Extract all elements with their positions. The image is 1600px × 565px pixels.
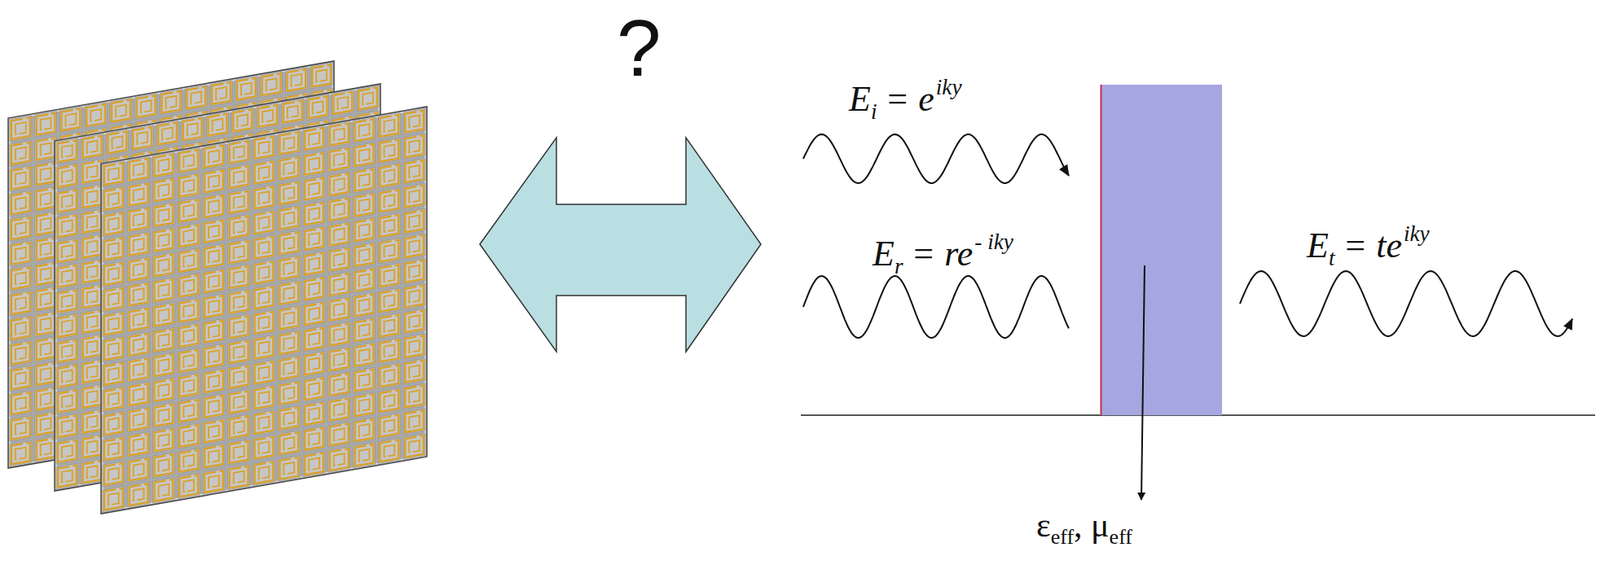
formula-text: E <box>872 233 895 274</box>
effective-parameters: εeff, μeff <box>1036 506 1133 550</box>
incident-field-formula: Ei= eiky <box>848 74 962 124</box>
question-mark: ? <box>616 4 662 93</box>
resonator-sheet <box>101 106 427 515</box>
reflected-field-formula: Er = re- iky <box>872 229 1014 279</box>
subscript: r <box>894 254 904 279</box>
subscript: eff <box>1050 525 1074 550</box>
subscript: i <box>870 99 878 124</box>
transmitted-wave <box>1239 271 1573 337</box>
incident-wave <box>803 134 1069 184</box>
formula-text: = re <box>911 233 974 274</box>
formula-text: = e <box>884 79 934 119</box>
leader-arrow <box>1141 265 1145 501</box>
reflected-wave <box>803 276 1069 339</box>
formula-text: ε <box>1036 506 1051 545</box>
superscript: iky <box>936 74 963 100</box>
split-ring-resonator-array <box>8 61 427 515</box>
double-arrow <box>479 137 761 352</box>
transmitted-field-formula: Et= teiky <box>1306 221 1430 271</box>
formula-text: ? <box>616 3 662 93</box>
formula-text: E <box>848 79 871 119</box>
subscript: eff <box>1109 525 1133 550</box>
superscript: - iky <box>974 229 1014 255</box>
formula-text: = te <box>1342 225 1402 266</box>
subscript: t <box>1328 246 1336 271</box>
formula-text: , μ <box>1073 506 1110 545</box>
superscript: iky <box>1403 221 1430 247</box>
slab-interface <box>1100 84 1103 416</box>
slab <box>1100 84 1222 416</box>
formula-text: E <box>1306 225 1329 266</box>
